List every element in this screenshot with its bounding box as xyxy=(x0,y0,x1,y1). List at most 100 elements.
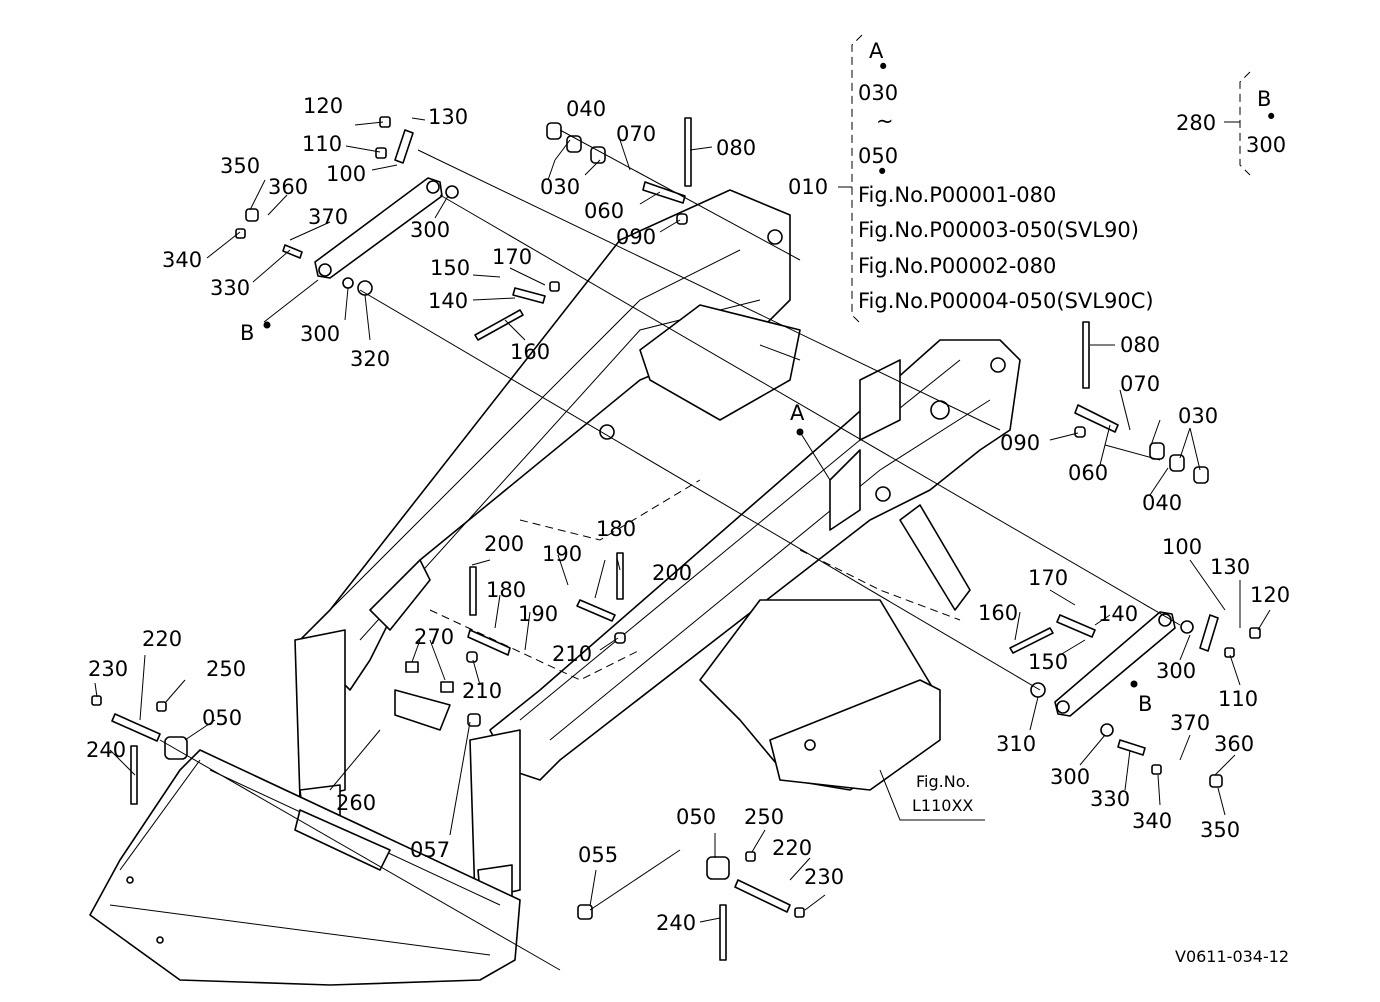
callout-150-right: 150 xyxy=(1028,650,1068,674)
main-ref-fig-1: Fig.No.P00003-050(SVL90) xyxy=(858,218,1139,242)
loader-frame xyxy=(89,189,1021,986)
callout-060-right: 060 xyxy=(1068,461,1108,485)
callout-180-left: 180 xyxy=(486,578,526,602)
callout-370-right: 370 xyxy=(1170,711,1210,735)
callout-330: 330 xyxy=(210,276,250,300)
callout-210-right: 210 xyxy=(552,642,592,666)
callout-230-left: 230 xyxy=(88,657,128,681)
group-b-bracket: 280 B • 300 xyxy=(1176,71,1286,176)
link-b-lower-right xyxy=(1054,611,1176,717)
group-b-line1: 300 xyxy=(1246,133,1286,157)
callout-300-left: 300 xyxy=(300,322,340,346)
fig-ref-line2: L110XX xyxy=(912,796,973,815)
callout-190-lower: 190 xyxy=(518,602,558,626)
callout-340-right: 340 xyxy=(1132,809,1172,833)
callout-140-top: 140 xyxy=(428,289,468,313)
callout-220-lower: 220 xyxy=(772,836,812,860)
callout-320: 320 xyxy=(350,347,390,371)
callout-labels: 120 130 110 100 350 360 370 340 330 B 30… xyxy=(86,94,1290,935)
callout-170-top: 170 xyxy=(492,245,532,269)
callout-230-lower: 230 xyxy=(804,865,844,889)
callout-080-right: 080 xyxy=(1120,333,1160,357)
callout-240-lower: 240 xyxy=(656,911,696,935)
callout-190-upper: 190 xyxy=(542,542,582,566)
callout-060-top: 060 xyxy=(584,199,624,223)
callout-030-top: 030 xyxy=(540,175,580,199)
callout-070-right: 070 xyxy=(1120,372,1160,396)
callout-210-left: 210 xyxy=(462,679,502,703)
callout-b-left: B xyxy=(240,321,254,345)
callout-130-right: 130 xyxy=(1210,555,1250,579)
callout-160-top: 160 xyxy=(510,340,550,364)
group-a-line1: 030 xyxy=(858,81,898,105)
callout-340: 340 xyxy=(162,248,202,272)
callout-a-dot xyxy=(796,428,804,436)
exploded-parts xyxy=(91,116,1261,961)
callout-370: 370 xyxy=(308,205,348,229)
callout-160-right: 160 xyxy=(978,601,1018,625)
left-bucket-cylinder xyxy=(294,629,346,801)
main-ref-fig-2: Fig.No.P00002-080 xyxy=(858,254,1056,278)
callout-100: 100 xyxy=(326,162,366,186)
callout-090-right: 090 xyxy=(1000,431,1040,455)
callout-040-top: 040 xyxy=(566,97,606,121)
right-bucket-cylinder xyxy=(469,729,521,901)
callout-350: 350 xyxy=(220,154,260,178)
callout-080-top: 080 xyxy=(716,136,756,160)
callout-300-right-upper: 300 xyxy=(1156,659,1196,683)
leader-lines xyxy=(94,117,1271,971)
callout-140-right: 140 xyxy=(1098,602,1138,626)
bucket xyxy=(89,749,521,986)
group-b-dot: • xyxy=(1265,105,1277,129)
callout-050-lower: 050 xyxy=(676,805,716,829)
callout-120-right: 120 xyxy=(1250,583,1290,607)
group-a-tilde: ~ xyxy=(876,109,894,133)
callout-100-right: 100 xyxy=(1162,535,1202,559)
callout-270: 270 xyxy=(414,625,454,649)
group-b-label: B xyxy=(1257,87,1271,111)
callout-050-left: 050 xyxy=(202,706,242,730)
fig-ref-line1: Fig.No. xyxy=(916,772,970,791)
callout-350-right: 350 xyxy=(1200,818,1240,842)
callout-360-right: 360 xyxy=(1214,732,1254,756)
callout-090-top: 090 xyxy=(616,225,656,249)
callout-070-top: 070 xyxy=(616,122,656,146)
group-a-dot: • xyxy=(877,55,889,79)
callout-240-left: 240 xyxy=(86,738,126,762)
callout-110: 110 xyxy=(302,132,342,156)
callout-057: 057 xyxy=(410,838,450,862)
right-lift-cylinder xyxy=(899,504,971,611)
group-a-label: A xyxy=(869,39,884,63)
main-ref-fig-3: Fig.No.P00004-050(SVL90C) xyxy=(858,289,1154,313)
main-ref-fig-0: Fig.No.P00001-080 xyxy=(858,183,1056,207)
callout-250-lower: 250 xyxy=(744,805,784,829)
callout-b-left-dot xyxy=(263,321,271,329)
callout-360: 360 xyxy=(268,175,308,199)
callout-130: 130 xyxy=(428,105,468,129)
callout-030-right: 030 xyxy=(1178,404,1218,428)
callout-220-left: 220 xyxy=(142,627,182,651)
callout-200-right: 200 xyxy=(652,561,692,585)
callout-310: 310 xyxy=(996,732,1036,756)
callout-b-right-dot xyxy=(1130,680,1138,688)
callout-120: 120 xyxy=(303,94,343,118)
callout-110-right: 110 xyxy=(1218,687,1258,711)
callout-330-right: 330 xyxy=(1090,787,1130,811)
callout-250-left: 250 xyxy=(206,657,246,681)
callout-170-right: 170 xyxy=(1028,566,1068,590)
group-a-bracket: A • 030 ~ 050 • xyxy=(838,34,898,326)
left-lift-arm xyxy=(299,189,791,691)
callout-040-right: 040 xyxy=(1142,491,1182,515)
drawing-number: V0611-034-12 xyxy=(1175,947,1289,966)
main-ref-number: 010 xyxy=(788,175,828,199)
callout-055: 055 xyxy=(578,843,618,867)
callout-150-top: 150 xyxy=(430,256,470,280)
callout-180-center: 180 xyxy=(596,517,636,541)
cross-member xyxy=(639,304,801,421)
fig-ref-box: Fig.No. L110XX xyxy=(912,772,973,815)
group-a-dot2: • xyxy=(876,160,888,184)
callout-200-left: 200 xyxy=(484,532,524,556)
group-a-line2: 050 xyxy=(858,144,898,168)
